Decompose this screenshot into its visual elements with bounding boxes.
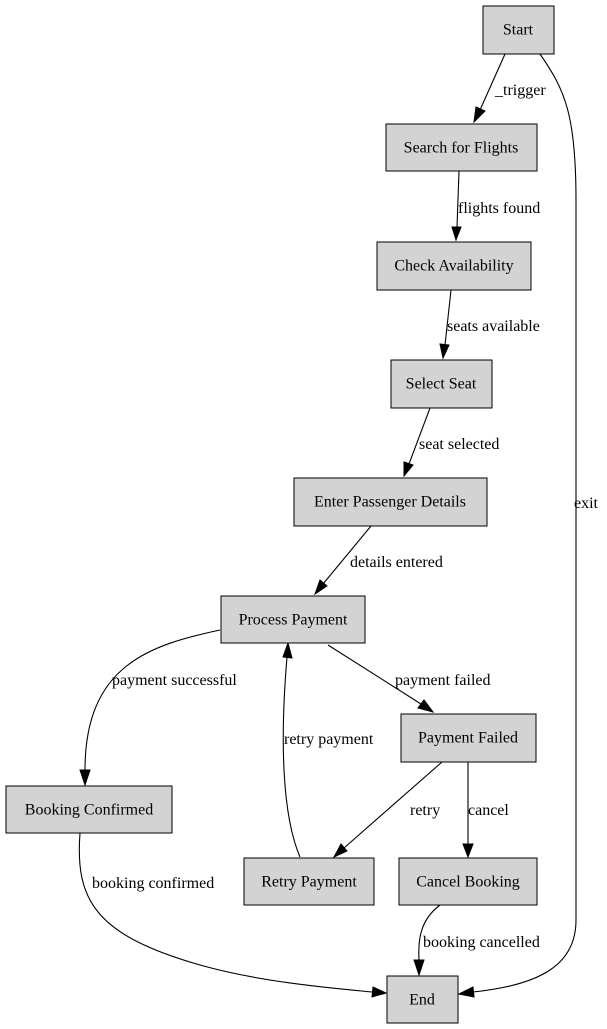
- node-end[interactable]: End: [386, 975, 459, 1024]
- edge-label-seats-available: seats available: [447, 318, 540, 335]
- edge-start-to-search: _trigger: [473, 53, 546, 124]
- edge-label-details-entered: details entered: [350, 554, 443, 571]
- edge-failed-to-retry: retry: [332, 761, 443, 859]
- edge-retry-to-process: retry payment: [282, 641, 374, 858]
- edge-search-to-check: flights found: [451, 170, 540, 242]
- node-label-cancel-booking: Cancel Booking: [416, 874, 520, 891]
- edge-confirmed-to-end: booking confirmed: [78, 832, 388, 998]
- edge-failed-to-cancel: cancel: [462, 762, 509, 859]
- edge-label-payment-failed: payment failed: [395, 672, 491, 689]
- edge-label-trigger: _trigger: [494, 82, 546, 99]
- node-label-start: Start: [503, 22, 534, 39]
- node-label-process-payment: Process Payment: [239, 612, 348, 629]
- edges: _trigger flights found seats available s…: [78, 53, 599, 998]
- node-process-payment[interactable]: Process Payment: [220, 595, 366, 644]
- edge-label-retry: retry: [410, 802, 440, 819]
- edge-label-booking-cancelled: booking cancelled: [423, 934, 540, 951]
- edge-process-to-failed: payment failed: [327, 644, 491, 713]
- node-label-select-seat: Select Seat: [406, 376, 477, 393]
- edge-label-payment-successful: payment successful: [112, 672, 237, 689]
- edge-label-seat-selected: seat selected: [419, 436, 499, 453]
- node-check-availability[interactable]: Check Availability: [376, 241, 532, 291]
- node-booking-confirmed[interactable]: Booking Confirmed: [5, 785, 173, 834]
- edge-seat-to-details: seat selected: [403, 407, 499, 478]
- edge-details-to-process: details entered: [314, 525, 443, 596]
- node-label-check-availability: Check Availability: [394, 258, 513, 275]
- edge-check-to-seat: seats available: [439, 289, 540, 360]
- node-label-payment-failed: Payment Failed: [418, 730, 518, 747]
- nodes: Start Search for Flights Check Availabil…: [5, 5, 555, 1024]
- edge-label-retry-payment: retry payment: [284, 731, 374, 748]
- node-retry-payment[interactable]: Retry Payment: [243, 857, 375, 906]
- node-search-for-flights[interactable]: Search for Flights: [385, 123, 538, 172]
- node-payment-failed[interactable]: Payment Failed: [400, 713, 537, 763]
- node-label-booking-confirmed: Booking Confirmed: [25, 802, 153, 819]
- node-label-end: End: [409, 992, 435, 1009]
- node-enter-passenger-details[interactable]: Enter Passenger Details: [293, 477, 488, 527]
- node-start[interactable]: Start: [482, 5, 555, 55]
- node-label-search-for-flights: Search for Flights: [404, 140, 519, 157]
- edge-label-exit: exit: [574, 495, 599, 512]
- node-label-enter-passenger-details: Enter Passenger Details: [314, 494, 466, 511]
- edge-label-booking-confirmed: booking confirmed: [92, 875, 214, 892]
- edge-process-to-confirmed: payment successful: [79, 629, 237, 787]
- node-cancel-booking[interactable]: Cancel Booking: [398, 857, 538, 906]
- node-label-retry-payment: Retry Payment: [261, 874, 357, 891]
- edge-label-flights-found: flights found: [458, 200, 540, 217]
- edge-label-cancel: cancel: [468, 802, 509, 819]
- edge-cancel-to-end: booking cancelled: [413, 904, 540, 977]
- edge-start-to-end: exit: [457, 53, 599, 998]
- node-select-seat[interactable]: Select Seat: [390, 359, 493, 409]
